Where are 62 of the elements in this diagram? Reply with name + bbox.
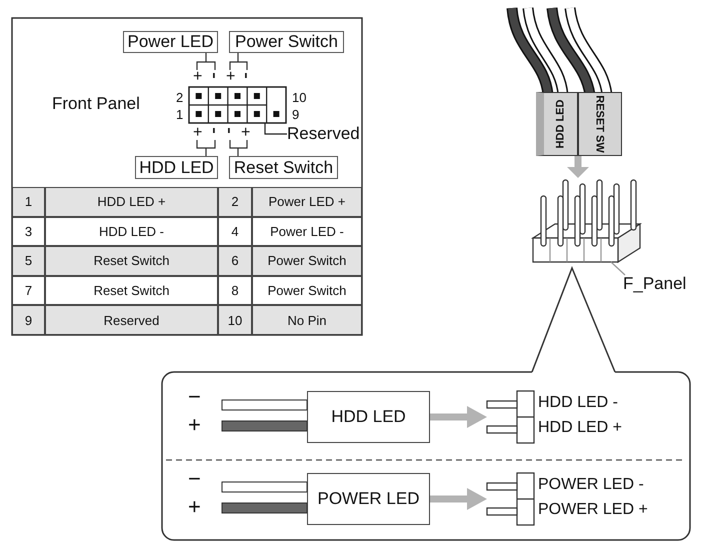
- node-label: HDD LED: [331, 407, 406, 427]
- connector-block: [536, 92, 578, 156]
- label-box: [123, 31, 218, 53]
- table-cell: 9: [12, 305, 45, 335]
- arrow: [567, 156, 589, 178]
- node-label: Reset Switch: [234, 158, 334, 178]
- table-cell: HDD LED +: [45, 187, 218, 217]
- table-cell: 5: [12, 246, 45, 276]
- polarity-sign: −: [188, 468, 201, 490]
- table-cell: No Pin: [252, 305, 362, 335]
- polarity-sign: +: [226, 69, 236, 85]
- table-cell: Reset Switch: [45, 276, 218, 306]
- polarity-sign: +: [188, 496, 201, 518]
- polarity-sign: +: [193, 69, 202, 85]
- table-cell: Power Switch: [252, 246, 362, 276]
- table-cell: 4: [218, 216, 252, 246]
- arrow: [430, 406, 487, 428]
- node-label: Power LED: [128, 32, 214, 52]
- pin-label: HDD LED +: [538, 420, 622, 436]
- pin-label: POWER LED +: [538, 502, 648, 518]
- connector-label: RESET SW: [594, 95, 606, 153]
- node-label: Power Switch: [235, 32, 338, 52]
- label-box: [135, 156, 218, 179]
- leader-line: [264, 123, 287, 135]
- pin-number: 1: [176, 108, 184, 121]
- table-cell: Reset Switch: [45, 246, 218, 276]
- text-label: Front Panel: [52, 95, 140, 112]
- pin-number: 9: [292, 108, 300, 121]
- connector-label: HDD LED: [554, 100, 566, 148]
- table-cell: 3: [12, 216, 45, 246]
- table-cell: 6: [218, 246, 252, 276]
- pin-header-diagram: [189, 87, 286, 123]
- arrow: [430, 488, 487, 510]
- node-label: HDD LED: [139, 158, 214, 178]
- polarity-sign: +: [241, 125, 250, 141]
- text-label: F_Panel: [623, 274, 686, 294]
- leader-line: [610, 262, 626, 276]
- label-box: [229, 156, 338, 179]
- polarity-sign: −: [188, 386, 201, 408]
- table-cell: 1: [12, 187, 45, 217]
- text-label: Reserved: [287, 124, 360, 144]
- polarity-sign: +: [193, 125, 202, 141]
- pin-number: 10: [292, 91, 306, 104]
- pin-label: HDD LED -: [538, 395, 618, 411]
- table-cell: Power LED +: [252, 187, 362, 217]
- callout-panel: [162, 372, 690, 540]
- node-label: POWER LED: [317, 489, 420, 509]
- plug-box: [307, 391, 430, 443]
- table-cell: 8: [218, 276, 252, 306]
- table-cell: Power Switch: [252, 276, 362, 306]
- table-cell: 7: [12, 276, 45, 306]
- table-cell: HDD LED -: [45, 216, 218, 246]
- connector-block: [578, 92, 622, 156]
- polarity-sign: +: [188, 414, 201, 436]
- table-cell: Reserved: [45, 305, 218, 335]
- table-cell: 10: [218, 305, 252, 335]
- pin-label: POWER LED -: [538, 477, 644, 493]
- label-box: [229, 31, 344, 53]
- table-cell: Power LED -: [252, 216, 362, 246]
- pin-number: 2: [176, 91, 184, 104]
- table-cell: 2: [218, 187, 252, 217]
- plug-box: [307, 473, 430, 525]
